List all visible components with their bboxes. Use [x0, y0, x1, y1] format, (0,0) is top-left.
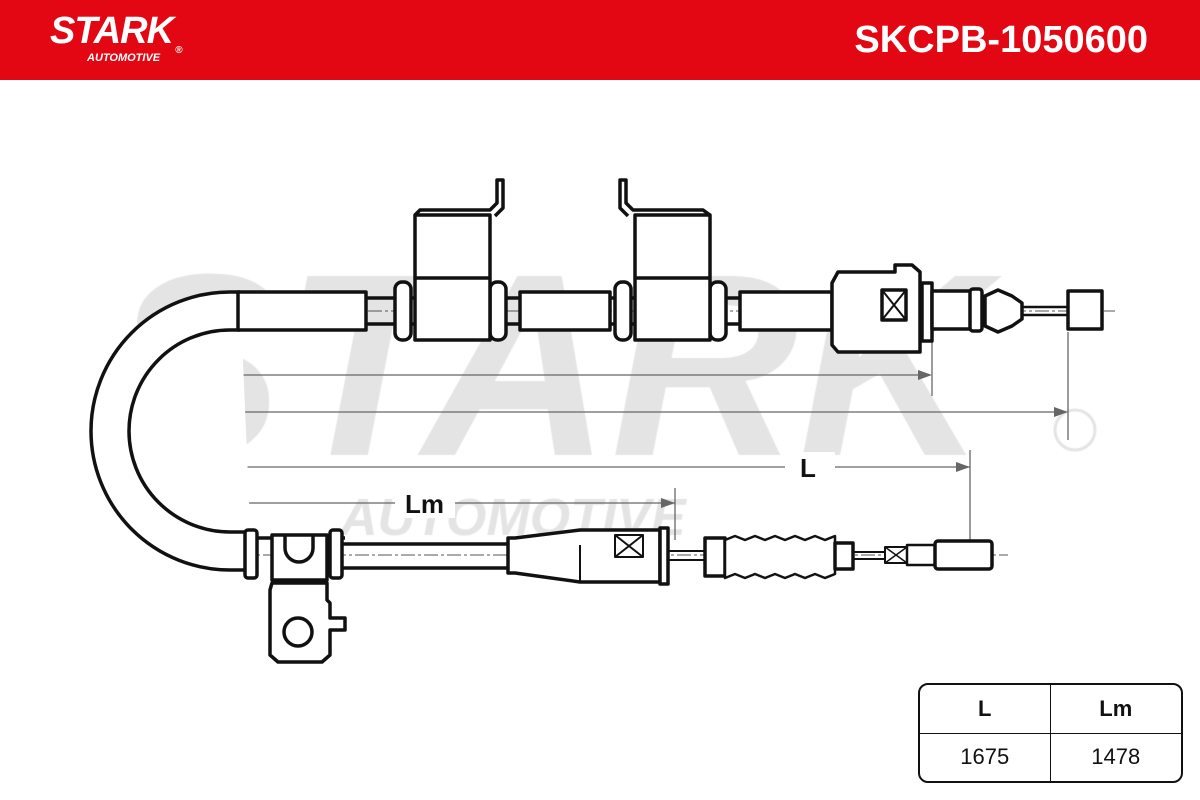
stark-logo: STARK® AUTOMOTIVE: [50, 10, 183, 64]
header-l: L: [920, 685, 1051, 734]
dimension-lines: [160, 332, 1069, 545]
label-bg-l: [785, 452, 835, 482]
value-lm: 1478: [1091, 744, 1141, 770]
cable-outline: [89, 178, 1104, 664]
dimensions-table: L Lm 1675 1478: [918, 683, 1183, 783]
table-header-row: L Lm: [920, 685, 1181, 734]
value-l: 1675: [920, 733, 1051, 781]
bracket-left: [393, 178, 508, 342]
header-bar: STARK® AUTOMOTIVE SKCPB-1050600: [0, 0, 1200, 80]
logo-brand: STARK: [50, 10, 174, 52]
label-bg-lm: [395, 488, 455, 518]
registered-mark: ®: [175, 45, 182, 56]
dimension-arrows: [661, 370, 1068, 508]
cable-drawing: L Lm: [89, 178, 1115, 664]
dimension-label-l: L: [800, 453, 816, 483]
bracket-right: [613, 178, 728, 342]
header-lm: Lm: [1050, 685, 1181, 734]
part-number: SKCPB-1050600: [854, 19, 1148, 61]
logo-subtitle: AUTOMOTIVE: [87, 52, 161, 64]
dimension-label-lm: Lm: [405, 489, 444, 519]
table-row: 1675 1478: [920, 733, 1181, 781]
